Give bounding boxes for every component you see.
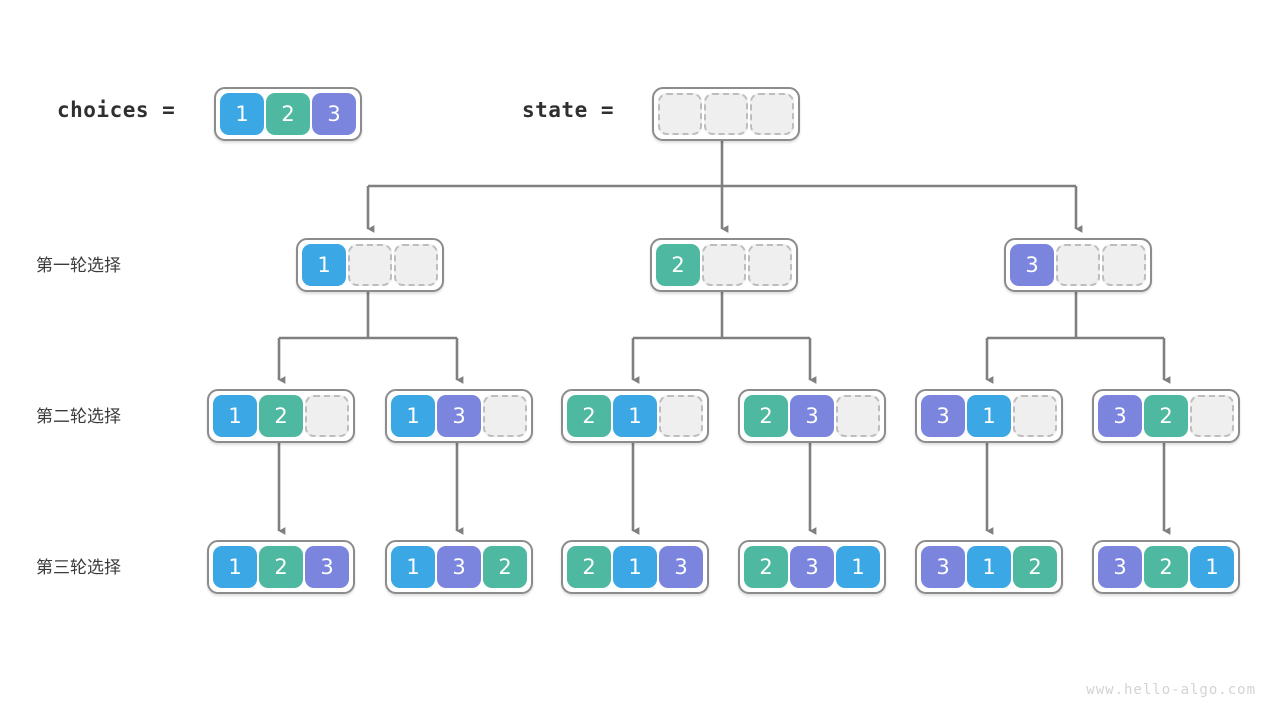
state-label: state = [522,98,615,122]
cell-empty [1013,395,1057,437]
cell-empty [394,244,438,286]
cell-empty [836,395,880,437]
cell: 3 [305,546,349,588]
cell: 2 [744,546,788,588]
cell: 1 [302,244,346,286]
watermark: www.hello-algo.com [1086,682,1256,698]
node-round2-2: 2 1 [561,389,709,443]
cell-empty [659,395,703,437]
row-label-round-2: 第二轮选择 [36,407,121,427]
node-round1-1: 2 [650,238,798,292]
cell: 1 [391,546,435,588]
cell: 3 [1010,244,1054,286]
cell: 1 [613,546,657,588]
cell: 2 [1144,395,1188,437]
cell: 3 [921,546,965,588]
cell: 2 [259,395,303,437]
cell: 2 [483,546,527,588]
state-array [652,87,800,141]
cell-empty [748,244,792,286]
cell: 2 [567,546,611,588]
cell-empty [305,395,349,437]
node-round3-3: 2 3 1 [738,540,886,594]
node-round3-0: 1 2 3 [207,540,355,594]
cell-empty [348,244,392,286]
cell-empty [702,244,746,286]
cell: 1 [1190,546,1234,588]
cell: 3 [790,546,834,588]
choices-cell-2: 3 [312,93,356,135]
cell: 3 [1098,546,1142,588]
cell: 1 [213,546,257,588]
cell: 1 [613,395,657,437]
choices-cell-1: 2 [266,93,310,135]
cell: 3 [1098,395,1142,437]
cell: 2 [656,244,700,286]
cell: 3 [921,395,965,437]
node-round1-0: 1 [296,238,444,292]
cell: 2 [259,546,303,588]
cell: 2 [1144,546,1188,588]
cell: 3 [659,546,703,588]
node-round3-5: 3 2 1 [1092,540,1240,594]
node-round3-1: 1 3 2 [385,540,533,594]
cell: 1 [836,546,880,588]
node-round1-2: 3 [1004,238,1152,292]
choices-label: choices = [57,98,176,122]
node-round2-3: 2 3 [738,389,886,443]
node-round2-0: 1 2 [207,389,355,443]
cell: 2 [744,395,788,437]
row-label-round-3: 第三轮选择 [36,558,121,578]
cell: 1 [391,395,435,437]
cell: 3 [790,395,834,437]
cell: 1 [213,395,257,437]
cell: 1 [967,395,1011,437]
cell-empty [483,395,527,437]
state-cell-0 [658,93,702,135]
node-round2-5: 3 2 [1092,389,1240,443]
cell: 1 [967,546,1011,588]
cell-empty [1056,244,1100,286]
cell: 3 [437,546,481,588]
node-round3-2: 2 1 3 [561,540,709,594]
cell: 2 [567,395,611,437]
cell: 2 [1013,546,1057,588]
row-label-round-1: 第一轮选择 [36,256,121,276]
cell-empty [1102,244,1146,286]
state-cell-1 [704,93,748,135]
choices-array: 1 2 3 [214,87,362,141]
node-round2-4: 3 1 [915,389,1063,443]
state-cell-2 [750,93,794,135]
node-round3-4: 3 1 2 [915,540,1063,594]
cell-empty [1190,395,1234,437]
cell: 3 [437,395,481,437]
choices-cell-0: 1 [220,93,264,135]
node-round2-1: 1 3 [385,389,533,443]
